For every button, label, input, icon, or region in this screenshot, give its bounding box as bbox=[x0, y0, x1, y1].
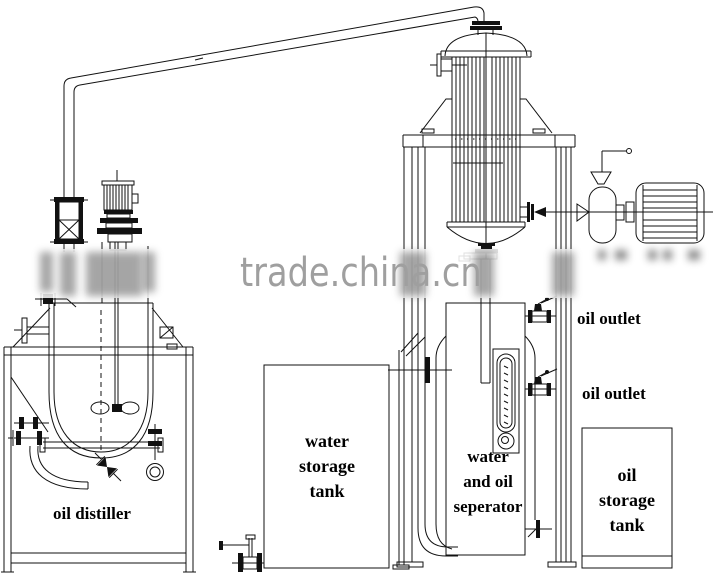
label-line: oil bbox=[617, 465, 637, 485]
oil-storage-tank-label: oil storage tank bbox=[577, 463, 677, 538]
label-line: storage bbox=[599, 490, 655, 510]
label-line: storage bbox=[299, 456, 355, 476]
oil-distiller-vessel bbox=[8, 242, 177, 489]
oil-outlet-valve-upper bbox=[525, 296, 557, 323]
watermark-smudge bbox=[688, 250, 700, 260]
watermark-smudge bbox=[648, 250, 657, 260]
label-line: and oil bbox=[463, 472, 513, 491]
vacuum-pump bbox=[546, 149, 713, 244]
watermark-smudge bbox=[615, 250, 627, 260]
watermark-smudge bbox=[40, 252, 53, 292]
condenser bbox=[430, 33, 546, 383]
watermark-band bbox=[0, 249, 725, 298]
label-line: water bbox=[305, 431, 349, 451]
watermark-smudge bbox=[400, 252, 426, 296]
watermark-smudge bbox=[474, 252, 494, 296]
oil-outlet-valve-lower bbox=[525, 369, 557, 396]
oil-outlet-label-lower: oil outlet bbox=[582, 384, 646, 403]
pump-motor bbox=[636, 183, 704, 243]
label-line: water bbox=[467, 447, 509, 466]
watermark-smudge bbox=[598, 250, 606, 260]
sight-glass-level-gauge bbox=[493, 349, 519, 453]
label-line: tank bbox=[609, 515, 645, 535]
vapor-pipe bbox=[64, 7, 502, 197]
watermark-smudge bbox=[552, 252, 574, 296]
water-oil-separator-label: water and oil seperator bbox=[438, 444, 538, 519]
oil-outlet-label-upper: oil outlet bbox=[577, 309, 641, 328]
watermark-text: trade.china.cn bbox=[240, 250, 482, 296]
watermark-smudge bbox=[86, 252, 142, 296]
oil-storage-tank-outline bbox=[582, 428, 672, 568]
inline-sight-glass-filter bbox=[50, 197, 88, 252]
water-storage-tank-label: water storage tank bbox=[277, 429, 377, 504]
watermark-smudge bbox=[143, 252, 155, 292]
label-line: seperator bbox=[453, 497, 523, 516]
watermark-smudge bbox=[663, 250, 672, 260]
label-line: tank bbox=[309, 481, 345, 501]
distiller-frame bbox=[1, 308, 196, 572]
water-storage-tank-outline bbox=[264, 365, 389, 568]
watermark-smudge bbox=[60, 252, 76, 296]
tank-drain-valve bbox=[219, 535, 264, 572]
oil-distiller-label: oil distiller bbox=[53, 504, 131, 523]
separator-piping bbox=[393, 147, 458, 569]
